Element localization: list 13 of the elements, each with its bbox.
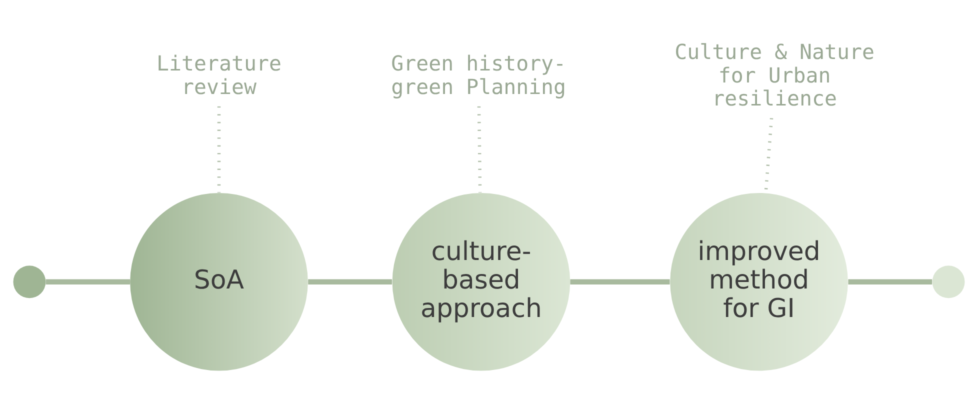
node-text: Green history- green Planning (391, 52, 566, 100)
node-text: Culture & Nature for Urban resilience (674, 40, 875, 111)
node-text: Literature review (156, 52, 282, 100)
connector (308, 279, 392, 284)
node-circle: improved method for GI (670, 192, 848, 371)
node-circle (932, 266, 965, 298)
node-circle: SoA (130, 192, 308, 371)
node-circle (13, 266, 46, 298)
connector (46, 279, 130, 284)
node-circle: culture- based approach (392, 192, 570, 371)
connector (848, 279, 932, 284)
connector (570, 279, 670, 284)
connector (477, 106, 482, 193)
